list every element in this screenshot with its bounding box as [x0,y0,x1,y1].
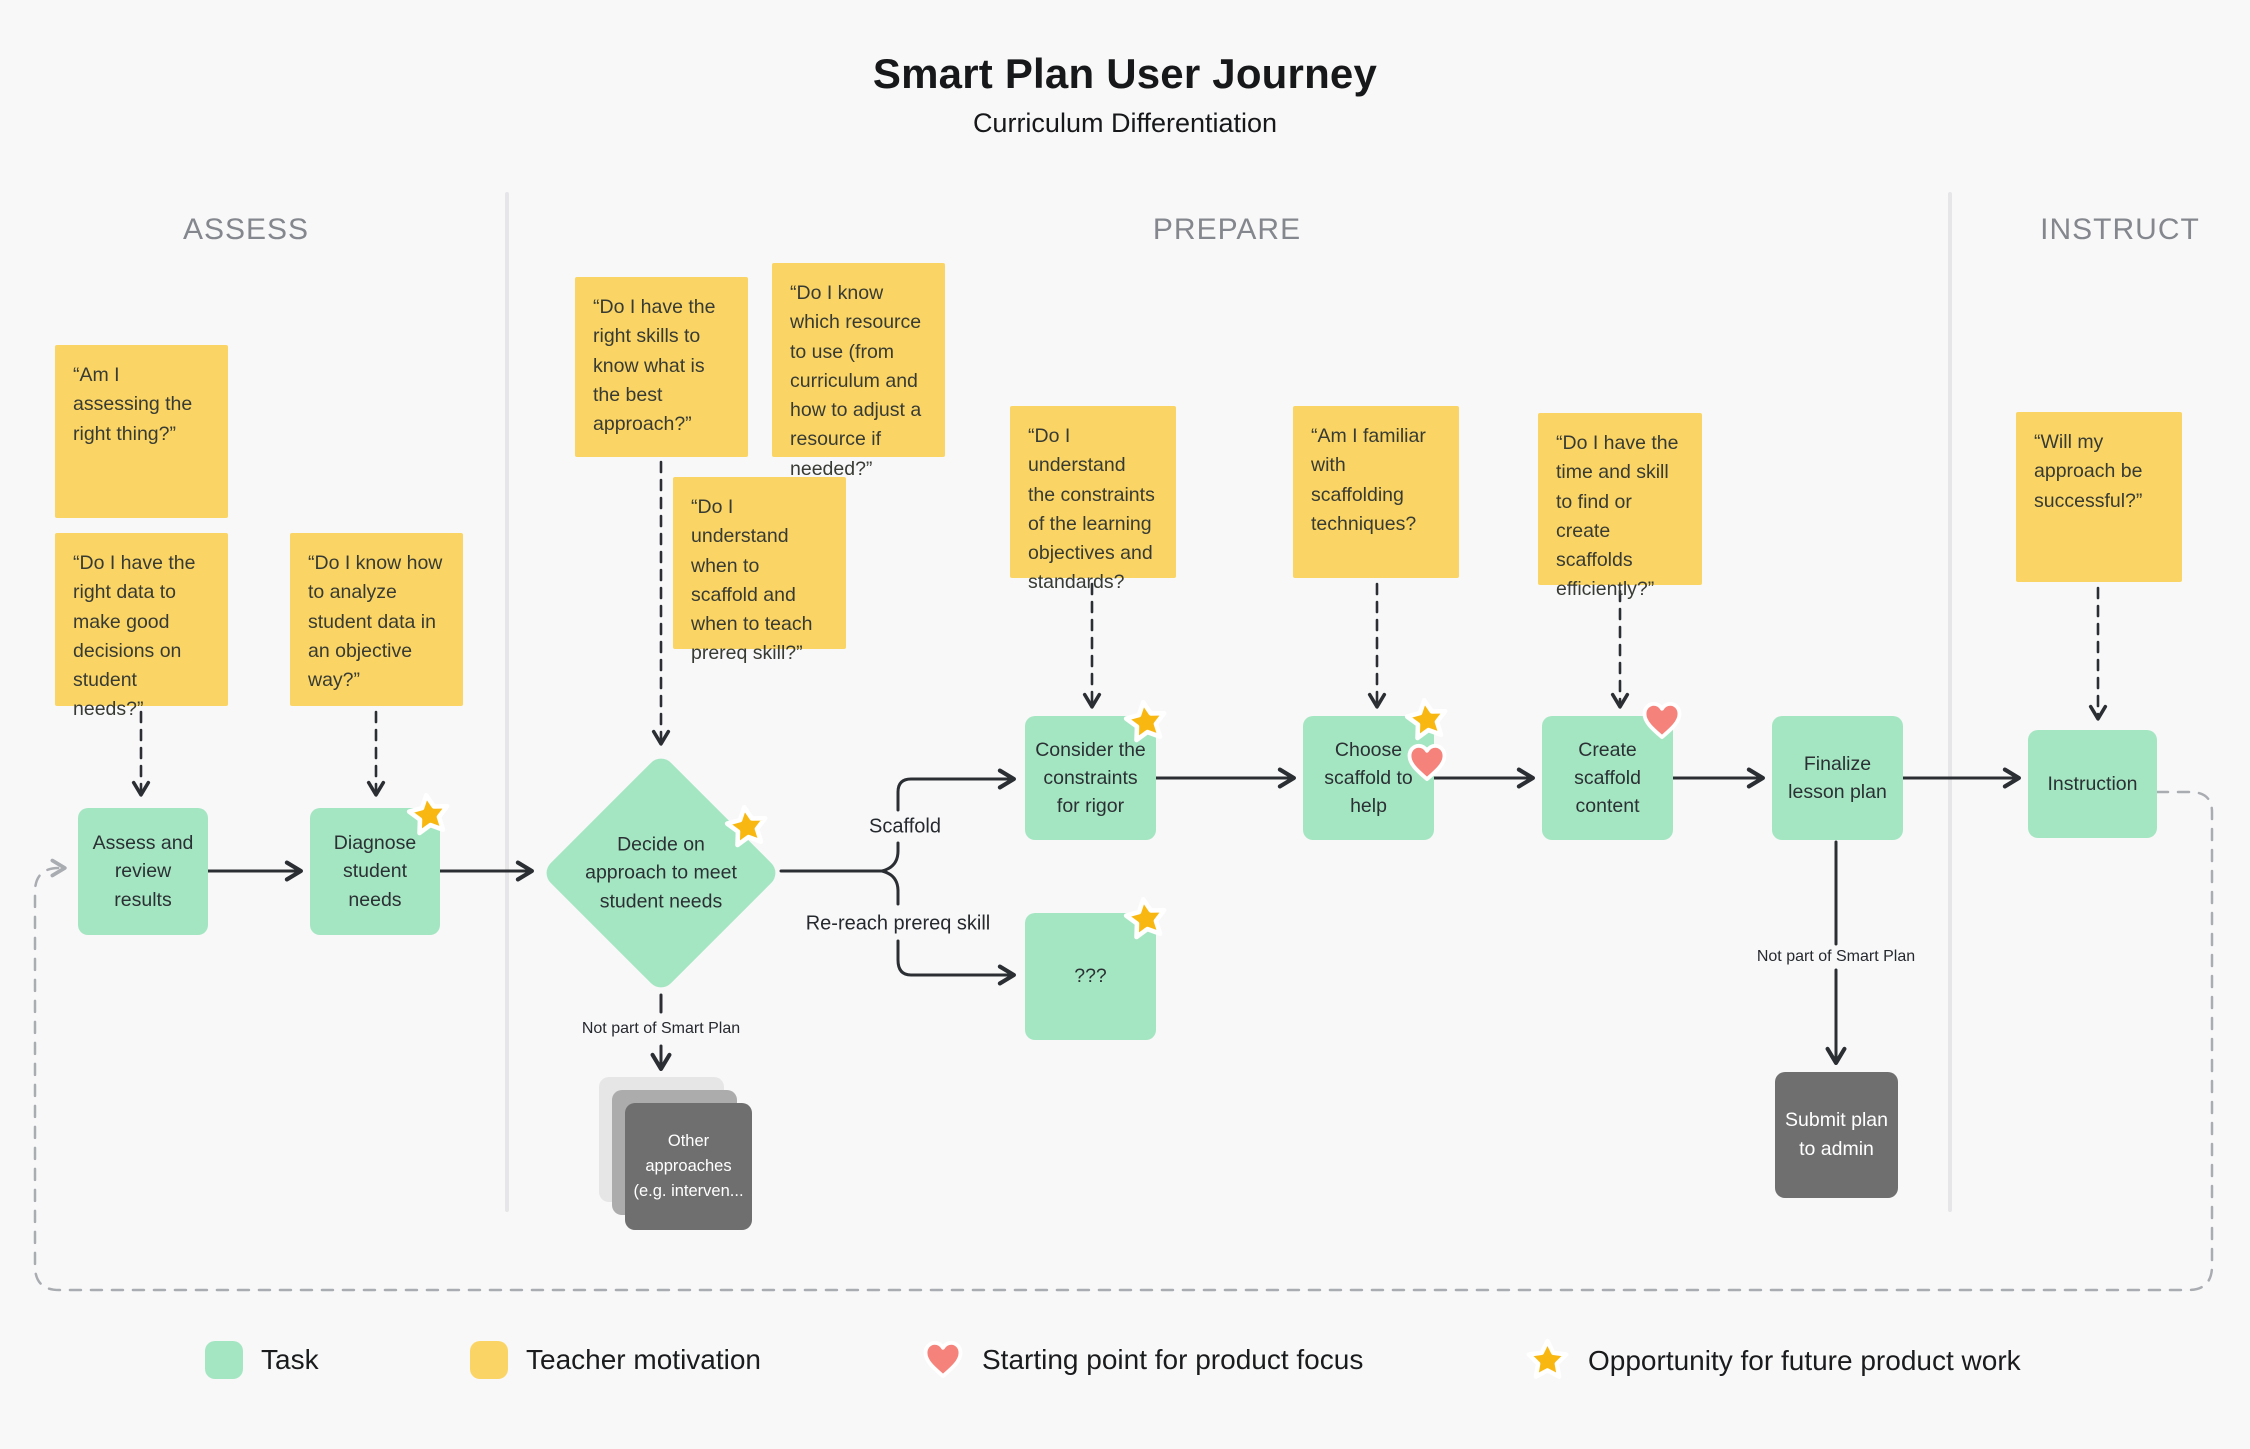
sticky-note-when-scaffold[interactable]: “Do I understand when to scaffold and wh… [673,477,846,664]
sticky-note-analyze-objective[interactable]: “Do I know how to analyze student data i… [290,533,463,706]
decision-label: Decide on approach to meet student needs [585,833,737,913]
legend-label-opportunity: Opportunity for future product work [1588,1344,2021,1376]
divider-prepare-instruct [1948,192,1952,1212]
star-icon[interactable] [1120,893,1172,945]
sticky-note-which-resource[interactable]: “Do I know which resource to use (from c… [772,263,945,480]
sticky-note-constraints[interactable]: “Do I understand the constraints of the … [1010,406,1176,593]
heart-icon [922,1339,964,1381]
page-title: Smart Plan User Journey [872,50,1378,97]
star-icon[interactable] [1120,696,1172,748]
task-assess-review[interactable]: Assess and review results [78,808,208,935]
legend-item-task: Task [205,1341,319,1379]
heart-icon[interactable] [1641,700,1683,742]
task-finalize-lesson-plan[interactable]: Finalize lesson plan [1772,716,1903,840]
section-header-instruct: INSTRUCT [2040,213,2200,246]
task-instruction[interactable]: Instruction [2028,730,2157,838]
task-create-scaffold-content[interactable]: Create scaffold content [1542,716,1673,840]
sticky-note-time-skill[interactable]: “Do I have the time and skill to find or… [1538,413,1702,600]
star-icon[interactable] [403,789,455,841]
section-header-prepare: PREPARE [1152,213,1302,246]
sticky-note-assessing-right[interactable]: “Am I assessing the right thing?” [55,345,228,518]
task-choose-scaffold[interactable]: Choose scaffold to help [1303,716,1434,840]
legend-item-teacher-motivation: Teacher motivation [470,1341,761,1379]
edge-label-re-reach: Re-reach prereq skill [805,912,991,935]
task-other-approaches[interactable]: Other approaches (e.g. interven... [625,1103,752,1230]
legend-label-task: Task [261,1344,319,1375]
sticky-note-right-skills[interactable]: “Do I have the right skills to know what… [575,277,748,457]
task-unknown[interactable]: ??? [1025,913,1156,1040]
task-swatch [205,1341,243,1379]
star-icon[interactable] [1401,694,1453,746]
page-subtitle: Curriculum Differentiation [972,108,1278,138]
task-submit-plan[interactable]: Submit plan to admin [1775,1072,1898,1198]
motivation-swatch [470,1341,508,1379]
legend-label-teacher-motivation: Teacher motivation [526,1344,762,1375]
divider-assess-prepare [505,192,509,1212]
sticky-note-right-data[interactable]: “Do I have the right data to make good d… [55,533,228,720]
section-header-assess: ASSESS [182,213,310,246]
legend-item-starting-point: Starting point for product focus [922,1339,1363,1381]
legend-item-opportunity: Opportunity for future product work [1525,1338,2021,1383]
edge-label-scaffold: Scaffold [869,815,941,838]
edge-label-not-part-diamond: Not part of Smart Plan [581,1020,741,1037]
task-diagnose-student-needs[interactable]: Diagnose student needs [310,808,440,935]
edge-label-not-part-finalize: Not part of Smart Plan [1756,948,1916,965]
star-icon[interactable] [721,801,773,853]
heart-icon[interactable] [1406,742,1448,784]
task-consider-constraints[interactable]: Consider the constraints for rigor [1025,716,1156,840]
legend-label-starting-point: Starting point for product focus [982,1344,1364,1375]
sticky-note-familiar-scaffolding[interactable]: “Am I familiar with scaffolding techniqu… [1293,406,1459,578]
star-icon [1525,1338,1570,1383]
legend: Task Teacher motivation Starting point f… [0,1330,2250,1400]
sticky-note-approach-successful[interactable]: “Will my approach be successful?” [2016,412,2182,582]
